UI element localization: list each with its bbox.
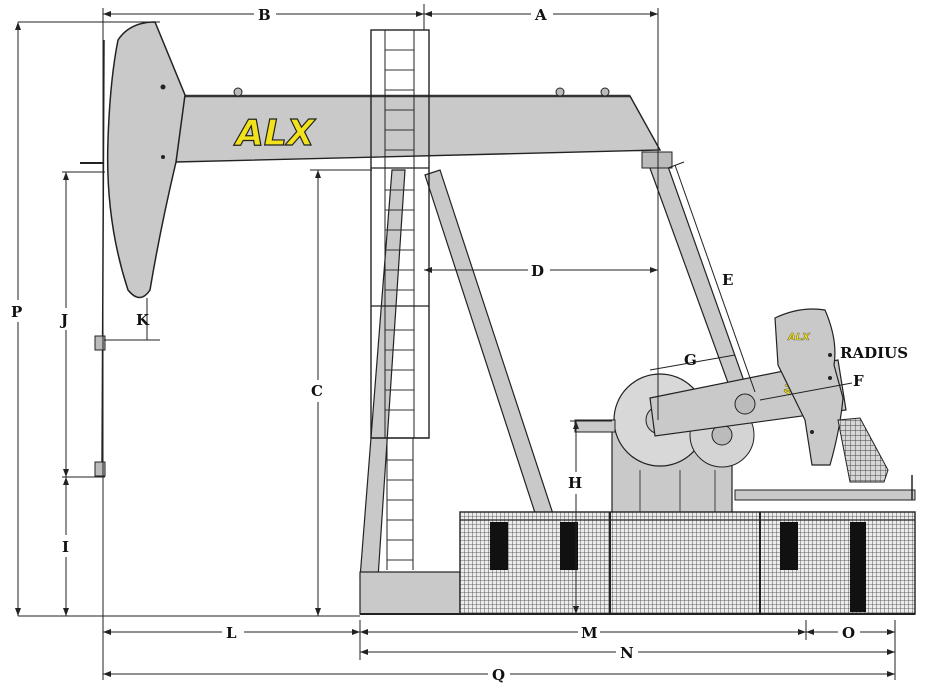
- svg-text:ALX: ALX: [787, 332, 811, 343]
- samson-post-front-leg: [424, 169, 556, 523]
- dim-label-o: O: [842, 624, 855, 642]
- post-base: [359, 571, 461, 615]
- dim-label-g: G: [684, 351, 697, 369]
- beam-logo: ALX: [233, 113, 317, 154]
- ladder-icon: [370, 29, 430, 570]
- dim-label-e: E: [722, 271, 733, 289]
- dim-label-q: Q: [492, 666, 505, 683]
- polished-rod-clamp: [94, 461, 106, 477]
- dim-label-d: D: [531, 262, 544, 280]
- dim-label-k: K: [136, 311, 150, 329]
- dimension-label-group: B A P J K I C D E G RADIUS F H L M O N Q: [11, 6, 908, 683]
- dim-label-l: L: [226, 624, 237, 642]
- samson-post-rear-leg: [359, 169, 406, 579]
- dim-label-radius: RADIUS: [840, 344, 908, 362]
- dim-label-j: J: [59, 311, 68, 329]
- dim-label-b: B: [258, 6, 271, 24]
- counterweight-icon: ALX: [774, 308, 889, 483]
- dim-label-f: F: [853, 372, 864, 390]
- pumpjack-illustration: ALX ALX ALX: [80, 21, 916, 615]
- dim-label-m: M: [581, 624, 598, 642]
- carrier-bar: [94, 335, 106, 351]
- dim-label-n: N: [620, 644, 634, 662]
- dim-label-c: C: [311, 382, 323, 400]
- dimension-arrowheads: [15, 11, 895, 677]
- base-guard: [459, 511, 916, 615]
- horse-head: [106, 21, 186, 299]
- dim-label-i: I: [62, 538, 69, 556]
- dim-label-h: H: [568, 474, 582, 492]
- dim-label-p: P: [11, 303, 22, 321]
- pitman-arm: [646, 157, 751, 403]
- dim-label-a: A: [534, 6, 547, 24]
